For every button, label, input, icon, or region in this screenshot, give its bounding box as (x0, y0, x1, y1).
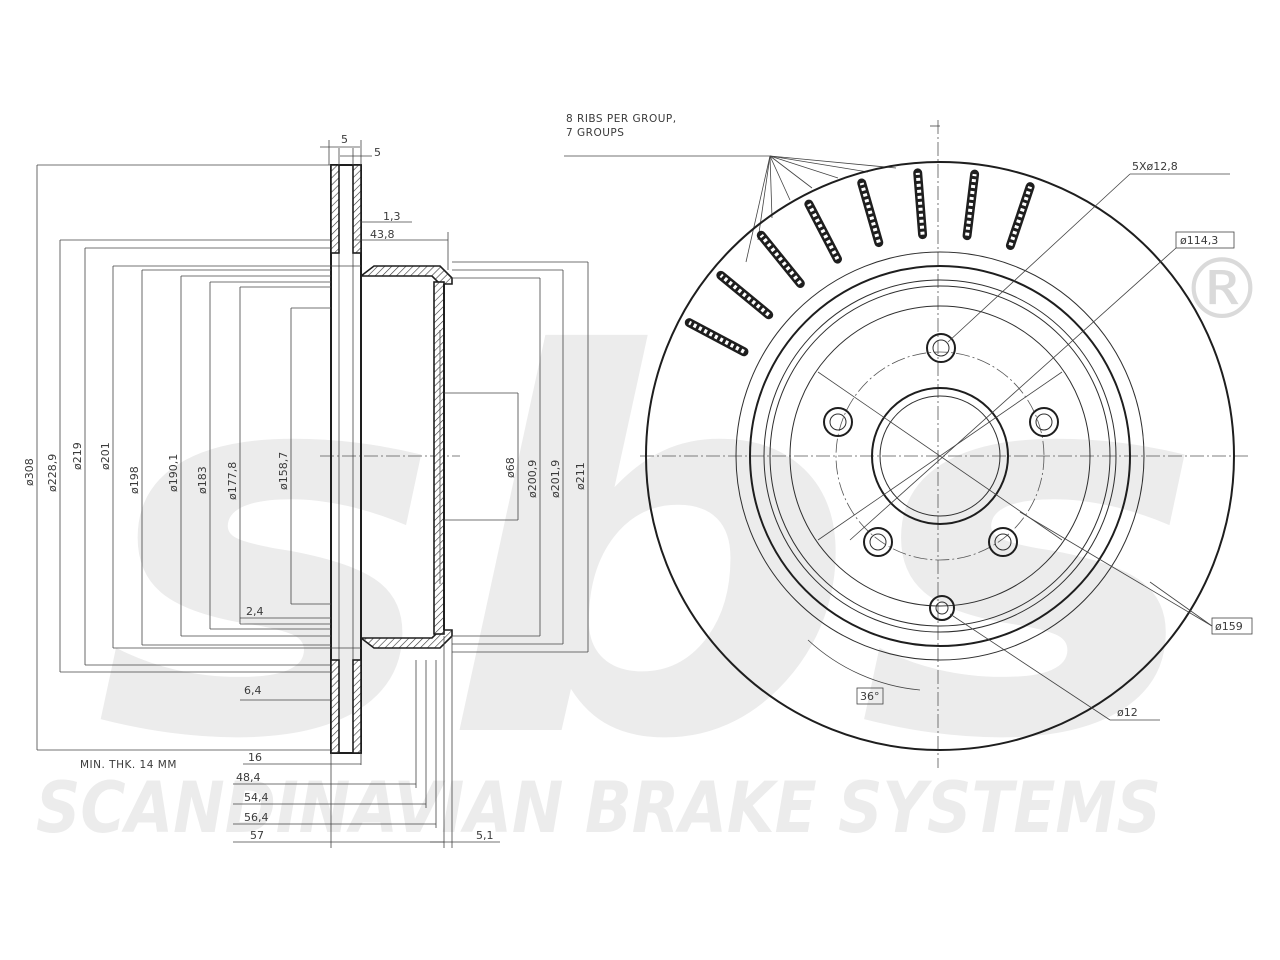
dim-57: 57 (250, 829, 264, 842)
dim-d68: ø68 (504, 457, 517, 478)
dim-16: 16 (248, 751, 262, 764)
bolt-holes (823, 333, 1059, 621)
label-bolt-holes: 5Xø12,8 (1132, 160, 1178, 173)
dim-d308: ø308 (23, 458, 36, 486)
dim-d198: ø198 (128, 466, 141, 494)
vent-rib-inner (719, 273, 770, 317)
dim-d201-9: ø201,9 (549, 460, 562, 498)
dim-43-8: 43,8 (370, 228, 395, 241)
dim-top-5a: 5 (341, 133, 348, 146)
dim-d190-1: ø190,1 (167, 454, 180, 492)
dim-1-3: 1,3 (383, 210, 401, 223)
dim-d228-9: ø228,9 (46, 454, 59, 492)
dim-d200-9: ø200,9 (526, 460, 539, 498)
vent-rib-inner (1008, 186, 1033, 247)
front-view: 5Xø12,8 ø114,3 ø159 ø12 36° (640, 120, 1253, 768)
vent-rib-inner (688, 320, 745, 354)
dim-6-4: 6,4 (244, 684, 262, 697)
vent-rib-inner (859, 182, 881, 244)
label-pcd: ø114,3 (1180, 234, 1218, 247)
vent-rib-inner (965, 173, 977, 236)
dim-d211: ø211 (574, 462, 587, 490)
vent-ribs (684, 168, 1035, 357)
label-d12: ø12 (1117, 706, 1138, 719)
dim-d219: ø219 (71, 442, 84, 470)
dim-5-1: 5,1 (476, 829, 494, 842)
dim-54-4: 54,4 (244, 791, 269, 804)
dim-d183: ø183 (196, 466, 209, 494)
dim-d158-7: ø158,7 (277, 452, 290, 490)
dim-48-4: 48,4 (236, 771, 261, 784)
dim-d177-8: ø177,8 (226, 462, 239, 500)
side-section-view: 5 5 1,3 43,8 ø308 ø228,9 ø219 ø201 ø198 … (23, 133, 589, 848)
label-d159: ø159 (1215, 620, 1243, 633)
label-angle: 36° (860, 690, 880, 703)
dim-56-4: 56,4 (244, 811, 269, 824)
vent-rib-inner (915, 172, 925, 235)
watermark-tagline: SCANDINAVIAN BRAKE SYSTEMS (36, 767, 1161, 849)
watermark-registered: ® (1180, 240, 1264, 338)
dim-2-4: 2,4 (246, 605, 264, 618)
ribs-note: 8 RIBS PER GROUP, 7 GROUPS (564, 113, 897, 263)
watermark: sbs ® SCANDINAVIAN BRAKE SYSTEMS (36, 240, 1264, 853)
dim-top-5b: 5 (374, 146, 381, 159)
vent-rib-inner (807, 203, 840, 261)
watermark-logo: sbs (95, 247, 1205, 853)
ribs-note-line2: 7 GROUPS (566, 127, 624, 139)
ribs-note-line1: 8 RIBS PER GROUP, (566, 113, 677, 125)
vent-rib-inner (759, 234, 802, 285)
dim-d201: ø201 (99, 442, 112, 470)
min-thickness-note: MIN. THK. 14 MM (80, 759, 177, 771)
